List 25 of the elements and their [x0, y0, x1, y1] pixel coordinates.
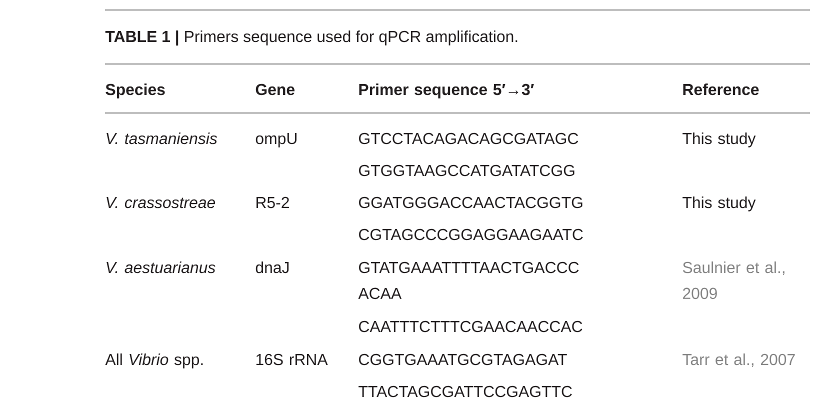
table-cell: V. aestuarianus — [106, 261, 216, 274]
table-cell: CGGTGAAATGCGTAGAGAT — [359, 354, 567, 366]
table-cell: GTCCTACAGACAGCGATAGC — [359, 132, 578, 144]
table-cell: V. tasmaniensis — [106, 132, 218, 144]
table-cell: CAATTTCTTTCGAACAACCAC — [359, 320, 582, 332]
table-cell: All Vibrio spp. — [105, 353, 203, 368]
column-header: Species — [106, 83, 165, 98]
table-cell: TTACTAGCGATTCCGAGTTC — [358, 386, 572, 398]
table-cell: GTATGAAATTTTAACTGACCC ACAA — [358, 262, 579, 300]
table-cell: Tarr et al., 2007 — [682, 353, 795, 368]
column-header: Reference — [683, 83, 759, 96]
table-cell: 16S rRNA — [256, 354, 328, 366]
table-cell: CGTAGCCCGGAGGAAGAATC — [359, 228, 583, 240]
table-cell: R5-2 — [256, 196, 289, 208]
table-cell: dnaJ — [256, 261, 289, 274]
table-cell: ompU — [256, 133, 296, 148]
column-header: Primer sequence 5′→3′ — [359, 83, 534, 98]
table-cell: GTGGTAAGCCATGATATCGG — [359, 164, 574, 176]
table-cell: This study — [682, 132, 756, 148]
table-cell: Saulnier et al., 2009 — [682, 261, 784, 300]
table-cell: GGATGGGACCAACTACGGTG — [359, 196, 582, 208]
table-title: TABLE 1 | Primers sequence used for qPCR amplification. — [105, 30, 518, 46]
table-cell: V. crassostreae — [106, 197, 216, 208]
column-header: Gene — [256, 84, 295, 96]
table-cell: This study — [682, 196, 756, 212]
